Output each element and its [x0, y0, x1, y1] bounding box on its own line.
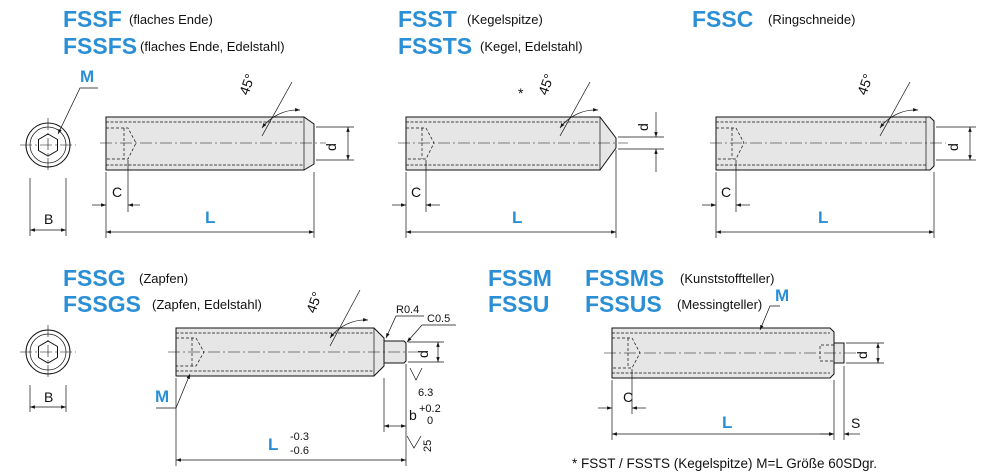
fssg-r04-label: R0.4: [396, 304, 419, 316]
fssts-desc: (Kegel, Edelstahl): [480, 39, 583, 54]
fssg-end-view: B: [20, 325, 76, 412]
fssf-code: FSSF: [63, 6, 122, 32]
fssg-desc: (Zapfen): [139, 271, 188, 286]
fssf-m-label: M: [80, 67, 94, 86]
fssg-b-tol-upper: +0.2: [419, 403, 441, 415]
fssc-section: FSSC (Ringschneide) 45° d C: [692, 6, 976, 238]
fssts-code: FSSTS: [398, 33, 472, 59]
fssg-l-tol-lower: -0.6: [290, 445, 309, 457]
fssm-d-label: d: [854, 351, 870, 359]
fssc-desc: (Ringschneide): [768, 12, 855, 27]
fssf-b-label: B: [44, 211, 53, 227]
fssm-section: FSSM FSSU FSSMS (Kunststoffteller) FSSUS…: [488, 265, 884, 440]
fssg-angle-label: 45°: [303, 290, 325, 315]
fssus-code: FSSUS: [585, 291, 662, 317]
fsst-angle-label: 45°: [535, 72, 557, 97]
fssg-side-view: 45° R0.4 C0.5 d 6.3 b +0.2 0 25: [155, 290, 456, 466]
fssfs-desc: (flaches Ende, Edelstahl): [140, 39, 285, 54]
fssm-l-label: L: [722, 413, 732, 432]
fssu-code: FSSU: [488, 291, 549, 317]
fsst-l-label: L: [512, 208, 522, 227]
fssm-s-label: S: [851, 415, 860, 431]
fssf-end-view: B M: [20, 67, 98, 236]
fssg-l-tol-upper: -0.3: [290, 431, 309, 443]
fssf-section: FSSF (flaches Ende) FSSFS (flaches Ende,…: [20, 6, 354, 238]
fssm-m-label: M: [775, 286, 789, 305]
fsst-c-label: C: [411, 184, 421, 200]
fssg-b-label: B: [44, 389, 53, 405]
fssf-desc: (flaches Ende): [129, 12, 213, 27]
fssc-c-label: C: [721, 184, 731, 200]
fssf-angle-label: 45°: [236, 72, 258, 97]
fsst-d-label: d: [635, 123, 651, 131]
fssc-code: FSSC: [692, 6, 753, 32]
fsst-asterisk: *: [518, 85, 524, 101]
fssfs-code: FSSFS: [63, 33, 137, 59]
fsst-code: FSST: [398, 6, 457, 32]
fssf-side-view: 45° d C L: [92, 72, 354, 238]
fssg-d-label: d: [415, 350, 431, 358]
fssg-c05-label: C0.5: [427, 313, 450, 325]
fssg-section: FSSG (Zapfen) FSSGS (Zapfen, Edelstahl) …: [20, 265, 456, 466]
fssc-angle-label: 45°: [854, 72, 876, 97]
fssgs-desc: (Zapfen, Edelstahl): [152, 297, 262, 312]
fssg-code: FSSG: [63, 265, 126, 291]
fssms-desc: (Kunststoffteller): [680, 271, 774, 286]
fssm-side-view: M d C L S: [598, 286, 884, 440]
fssc-side-view: 45° d C L: [702, 72, 976, 238]
fssf-c-label: C: [112, 184, 122, 200]
fssg-l-label: L: [268, 435, 278, 454]
fssc-l-label: L: [818, 208, 828, 227]
fssms-code: FSSMS: [585, 265, 664, 291]
fssgs-code: FSSGS: [63, 291, 141, 317]
fsst-section: FSST (Kegelspitze) FSSTS (Kegel, Edelsta…: [392, 6, 664, 238]
fssus-desc: (Messingteller): [677, 297, 762, 312]
fsst-side-view: 45° * d C L: [392, 72, 664, 238]
fssf-d-label: d: [323, 143, 339, 151]
fssc-d-label: d: [945, 143, 961, 151]
fsst-desc: (Kegelspitze): [467, 12, 543, 27]
fssm-code: FSSM: [488, 265, 552, 291]
fssf-l-label: L: [205, 208, 215, 227]
fssg-m-label: M: [155, 387, 169, 406]
fssg-roughness-25: 25: [422, 440, 434, 452]
fssg-b-dim: b: [409, 407, 417, 423]
footnote: * FSST / FSSTS (Kegelspitze) M=L Größe 6…: [572, 456, 877, 471]
fssm-c-label: C: [623, 389, 633, 405]
fssg-roughness-63: 6.3: [418, 387, 433, 399]
fssg-b-tol-lower: 0: [427, 415, 433, 427]
